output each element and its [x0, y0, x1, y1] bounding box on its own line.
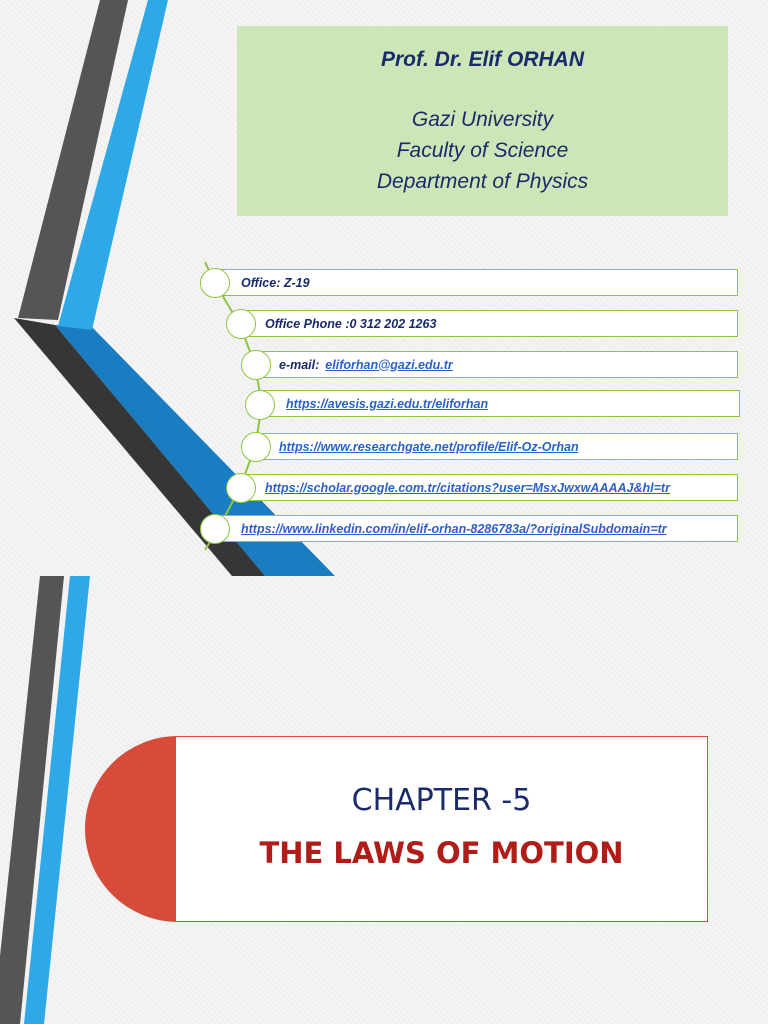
linkedin-link[interactable]: https://www.linkedin.com/in/elif-orhan-8…: [241, 521, 667, 536]
blue-stripe: [24, 576, 90, 1024]
email-label: e-mail:: [279, 357, 320, 372]
chapter-title-box: CHAPTER -5 THE LAWS OF MOTION: [175, 736, 708, 922]
email-link[interactable]: eliforhan@gazi.edu.tr: [325, 357, 453, 372]
researchgate-bullet-circle: [241, 432, 271, 462]
author-title-box: Prof. Dr. Elif ORHAN Gazi University Fac…: [237, 26, 728, 216]
blue-lower-stripe: [55, 325, 335, 576]
researchgate-row: https://www.researchgate.net/profile/Eli…: [254, 433, 738, 460]
chapter-slide: CHAPTER -5 THE LAWS OF MOTION: [0, 576, 768, 1024]
linkedin-row: https://www.linkedin.com/in/elif-orhan-8…: [213, 515, 738, 542]
avesis-row: https://avesis.gazi.edu.tr/eliforhan: [258, 390, 740, 417]
scholar-bullet-circle: [226, 473, 256, 503]
researchgate-link[interactable]: https://www.researchgate.net/profile/Eli…: [279, 439, 579, 454]
faculty-name: Faculty of Science: [396, 139, 569, 162]
chapter-number: CHAPTER -5: [351, 783, 532, 818]
dark-stripe: [0, 576, 64, 1024]
office-bullet-circle: [200, 268, 230, 298]
phone-row: Office Phone :0 312 202 1263: [239, 310, 738, 337]
department-name: Department of Physics: [376, 170, 589, 193]
university-name: Gazi University: [411, 108, 554, 131]
email-row: e-mail: eliforhan@gazi.edu.tr: [254, 351, 738, 378]
email-bullet-circle: [241, 350, 271, 380]
blue-upper-stripe: [58, 0, 168, 330]
scholar-row: https://scholar.google.com.tr/citations?…: [239, 474, 738, 501]
decorative-stripes: [14, 0, 335, 576]
scholar-link[interactable]: https://scholar.google.com.tr/citations?…: [265, 480, 670, 495]
linkedin-bullet-circle: [200, 514, 230, 544]
contact-slide: Prof. Dr. Elif ORHAN Gazi University Fac…: [0, 0, 768, 576]
phone-label: Office Phone :0 312 202 1263: [265, 316, 437, 331]
author-name: Prof. Dr. Elif ORHAN: [380, 48, 585, 71]
decorative-stripes: [0, 576, 90, 1024]
dark-lower-stripe: [14, 318, 265, 576]
phone-bullet-circle: [226, 309, 256, 339]
office-row: Office: Z-19: [213, 269, 738, 296]
office-label: Office: Z-19: [241, 275, 310, 290]
chapter-title: THE LAWS OF MOTION: [259, 836, 624, 870]
dark-upper-stripe: [18, 0, 128, 320]
avesis-link[interactable]: https://avesis.gazi.edu.tr/eliforhan: [286, 396, 489, 411]
avesis-bullet-circle: [245, 390, 275, 420]
